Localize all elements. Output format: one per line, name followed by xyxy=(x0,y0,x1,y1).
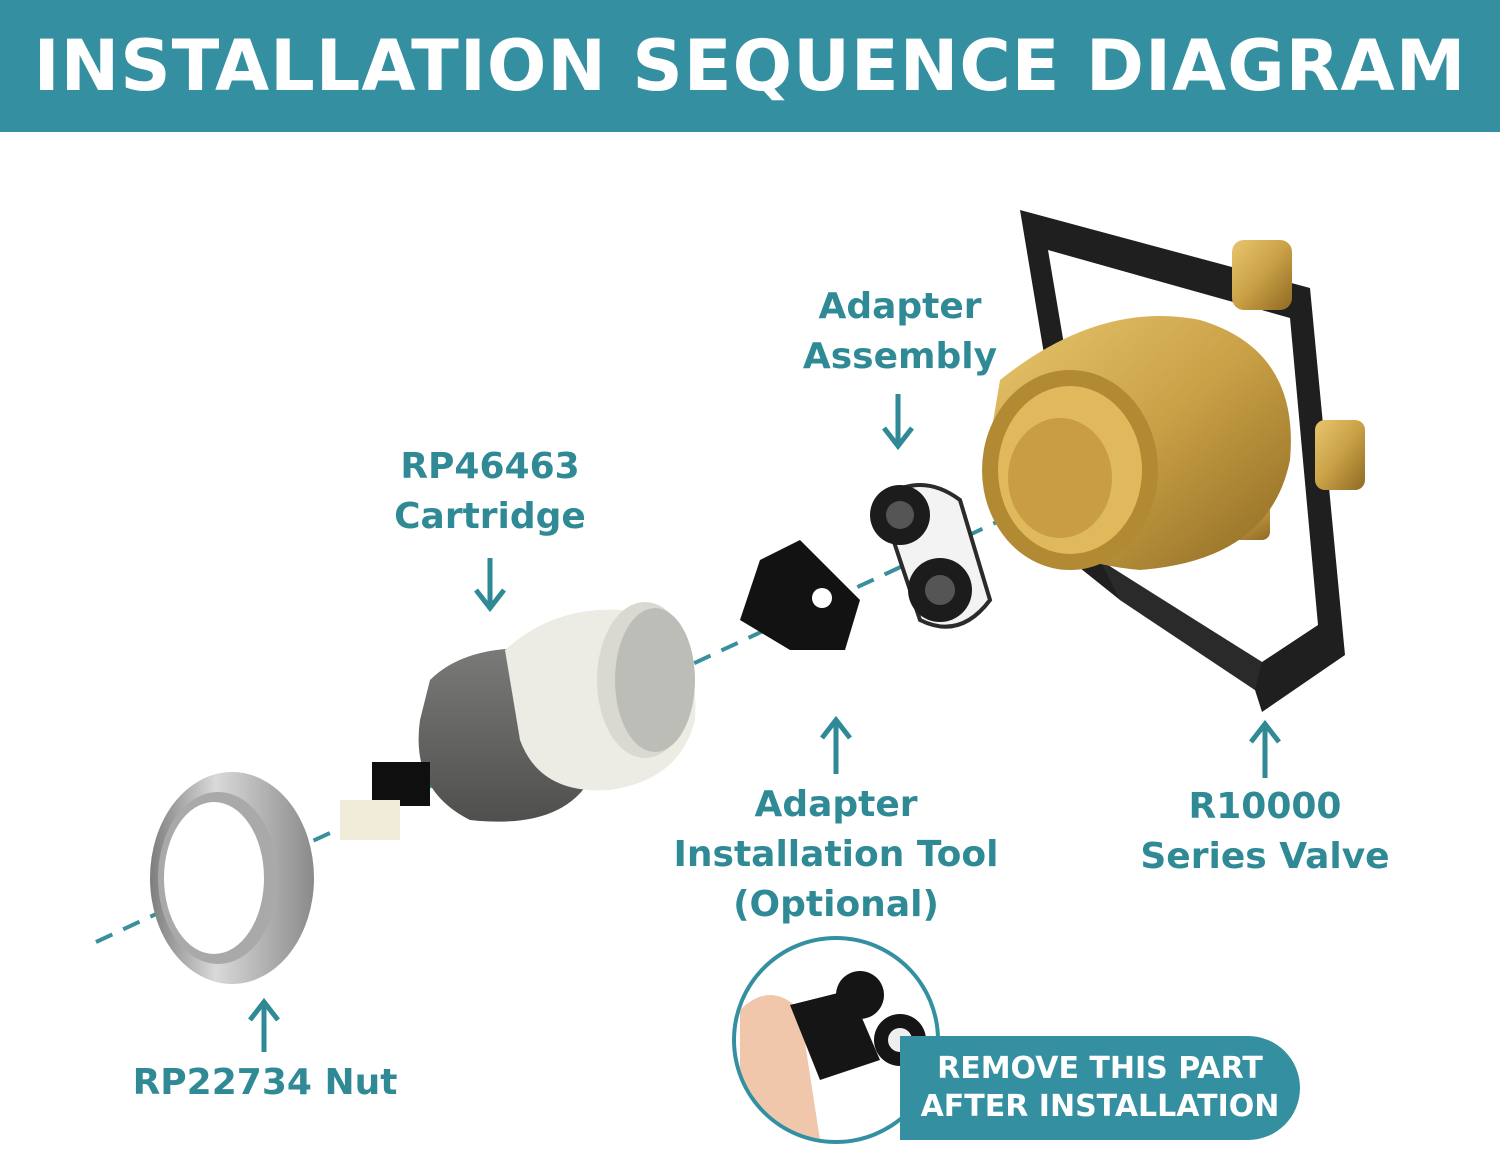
adapter-tool-part xyxy=(740,540,860,650)
cartridge-part xyxy=(340,602,696,840)
removal-callout-banner xyxy=(900,1036,1300,1140)
valve-body xyxy=(982,210,1365,712)
adapter-assembly-part xyxy=(870,483,993,629)
arrow-cartridge xyxy=(474,558,506,613)
arrow-nut xyxy=(248,997,280,1052)
arrow-adapter-tool xyxy=(820,715,852,774)
adapter-assembly-label: Adapter Assembly xyxy=(802,286,998,377)
removal-callout-text: REMOVE THIS PART AFTER INSTALLATION xyxy=(920,1051,1280,1124)
arrow-valve xyxy=(1249,719,1281,778)
arrow-adapter-assembly xyxy=(882,394,914,451)
removal-inset-photo xyxy=(732,936,940,1144)
valve-label: R10000 Series Valve xyxy=(1140,786,1390,877)
nut-label: RP22734 Nut xyxy=(132,1062,398,1103)
title-banner: INSTALLATION SEQUENCE DIAGRAM xyxy=(0,0,1500,132)
cartridge-label: RP46463 Cartridge xyxy=(394,446,586,537)
nut-part xyxy=(150,772,314,984)
adapter-tool-label: Adapter Installation Tool (Optional) xyxy=(673,784,999,925)
page-title: INSTALLATION SEQUENCE DIAGRAM xyxy=(33,25,1467,107)
